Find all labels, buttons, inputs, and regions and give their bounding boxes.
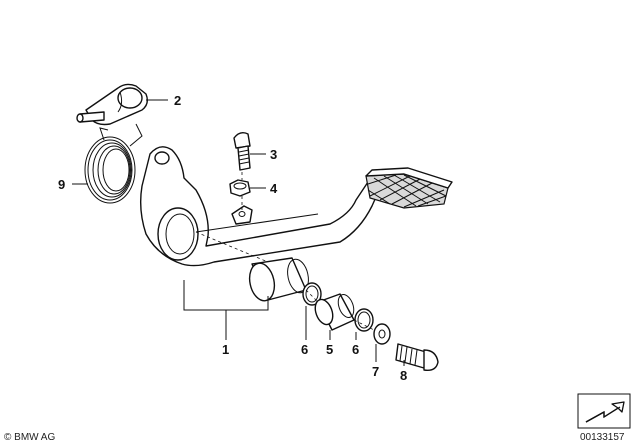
part-4-nut[interactable]	[229, 179, 251, 197]
callout-9: 9	[58, 177, 65, 192]
image-number: 00133157	[580, 432, 625, 443]
callout-8: 8	[400, 368, 407, 383]
navigation-arrow-icon[interactable]	[577, 393, 631, 429]
callout-7: 7	[372, 364, 379, 379]
copyright-text: © BMW AG	[4, 432, 55, 443]
callout-2: 2	[174, 93, 181, 108]
part-6-ring-right[interactable]	[354, 308, 374, 332]
callout-6-right: 6	[352, 342, 359, 357]
part-5-bushing[interactable]	[312, 292, 357, 331]
callout-6-left: 6	[301, 342, 308, 357]
part-1-pedal-lever[interactable]	[139, 146, 453, 267]
callout-3: 3	[270, 147, 277, 162]
callout-5: 5	[326, 342, 333, 357]
part-9-spring[interactable]	[84, 123, 143, 204]
callout-4: 4	[270, 181, 278, 196]
part-2-clip[interactable]	[76, 83, 149, 126]
part-8-bolt[interactable]	[395, 343, 439, 372]
part-7-washer[interactable]	[373, 323, 391, 345]
callout-1: 1	[222, 342, 229, 357]
part-3-bolt[interactable]	[233, 131, 251, 171]
leader-lines	[72, 99, 405, 366]
part-6-ring-left[interactable]	[302, 282, 322, 306]
